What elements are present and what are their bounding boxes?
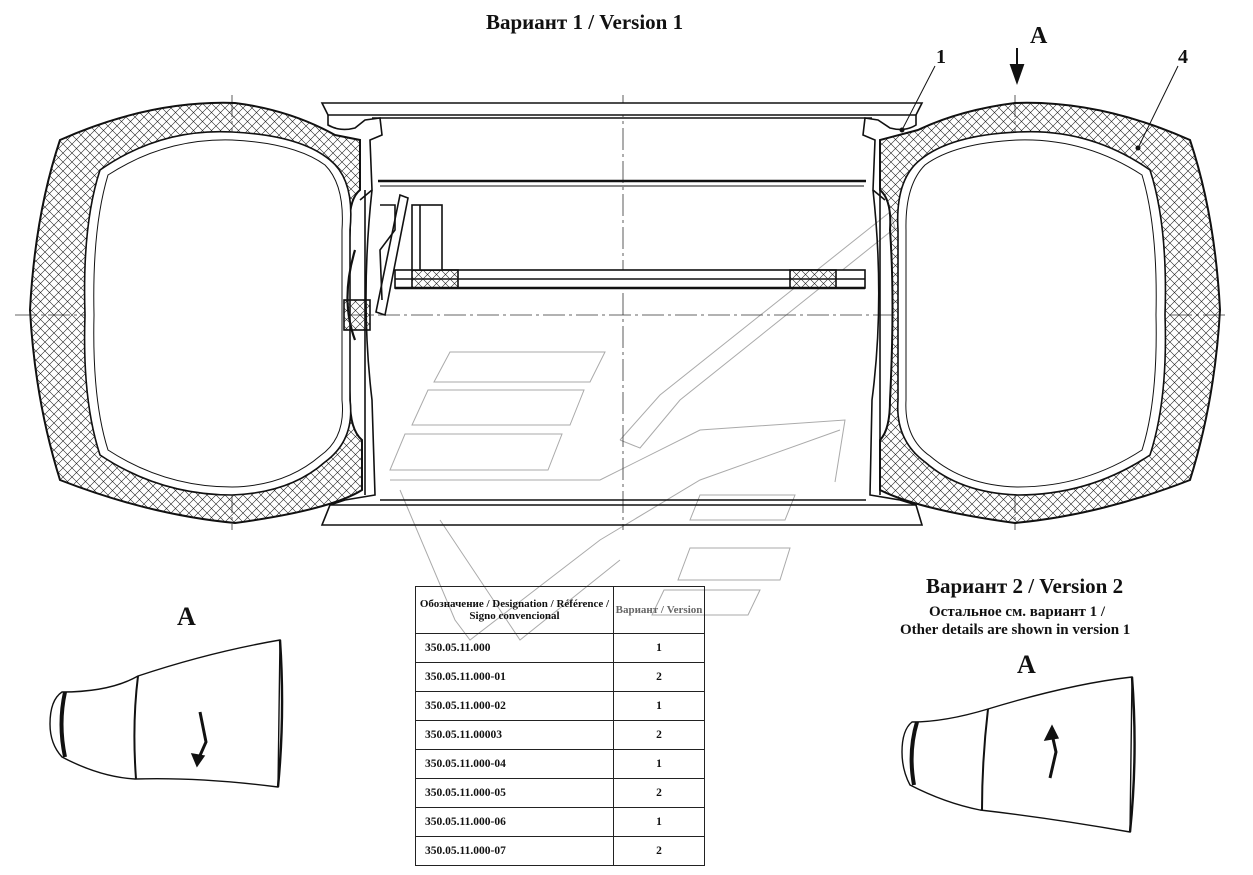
variant-cell: 1 [613, 749, 705, 779]
variant-cell: 2 [613, 836, 705, 866]
version-2-title: Вариант 2 / Version 2 [926, 574, 1124, 598]
variant-cell: 1 [613, 691, 705, 721]
callout-4-label: 4 [1178, 46, 1188, 68]
variant-cell: 2 [613, 720, 705, 750]
variant-cell: 2 [613, 662, 705, 692]
designation-cell: 350.05.11.000-04 [415, 749, 614, 779]
designation-cell: 350.05.11.000-06 [415, 807, 614, 837]
view-a-right [901, 676, 1136, 833]
version-1-title: Вариант 1 / Version 1 [486, 10, 684, 34]
designation-cell: 350.05.11.000-02 [415, 691, 614, 721]
table-header-row: Обозначение / Designation / Référence / … [415, 586, 705, 634]
designation-cell: 350.05.11.000-05 [415, 778, 614, 808]
variant-cell: 2 [613, 778, 705, 808]
view-a-left-label: A [177, 602, 196, 631]
callout-1-label: 1 [936, 46, 946, 68]
header-designation: Обозначение / Designation / Référence / … [415, 586, 614, 634]
designation-cell: 350.05.11.000-07 [415, 836, 614, 866]
right-tire-section [879, 101, 1222, 525]
left-tire-section [28, 101, 363, 525]
designation-table: Обозначение / Designation / Référence / … [415, 586, 705, 866]
designation-cell: 350.05.11.00003 [415, 720, 614, 750]
leader-lines [899, 65, 1179, 151]
wheel-rim [320, 102, 924, 526]
variant-cell: 1 [613, 633, 705, 663]
view-a-left [49, 639, 284, 788]
variant-cell: 1 [613, 807, 705, 837]
version-2-note-line-1: Остальное см. вариант 1 / [929, 604, 1106, 620]
designation-cell: 350.05.11.000-01 [415, 662, 614, 692]
header-variant: Вариант / Version [613, 586, 705, 634]
designation-cell: 350.05.11.000 [415, 633, 614, 663]
version-2-note-line-2: Other details are shown in version 1 [900, 622, 1131, 638]
view-a-right-label: A [1017, 650, 1036, 679]
view-arrow-label: A [1030, 23, 1048, 49]
view-arrow [1009, 48, 1025, 86]
